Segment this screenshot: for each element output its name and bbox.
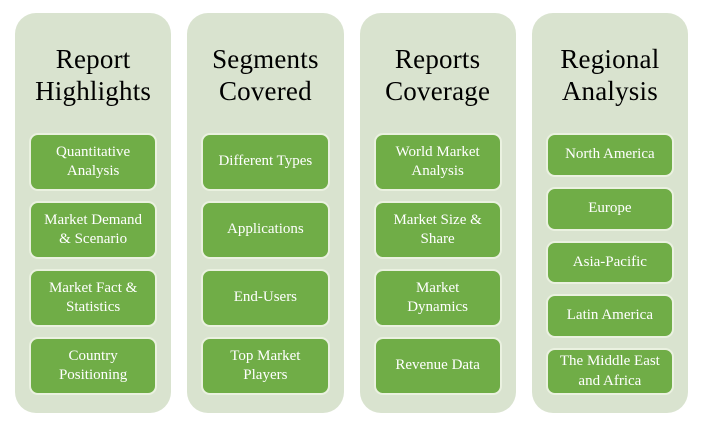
panel-title-regional-analysis: Regional Analysis xyxy=(560,43,660,106)
item-button-market-demand-scenario[interactable]: Market Demand & Scenario xyxy=(29,201,158,259)
item-button-market-dynamics[interactable]: Market Dynamics xyxy=(373,269,502,327)
item-label: Asia-Pacific xyxy=(572,253,647,270)
item-button-market-fact-statistics[interactable]: Market Fact & Statistics xyxy=(29,269,158,327)
item-label: Revenue Data xyxy=(395,357,480,374)
item-label: Market Fact & Statistics xyxy=(48,279,138,316)
item-label: Europe xyxy=(588,199,632,216)
item-label: Applications xyxy=(227,221,304,238)
item-button-quantitative-analysis[interactable]: Quantitative Analysis xyxy=(29,133,158,191)
item-label: Top Market Players xyxy=(230,347,301,384)
item-button-end-users[interactable]: End-Users xyxy=(201,269,330,327)
item-label: Market Demand & Scenario xyxy=(44,211,143,248)
item-label: End-Users xyxy=(233,289,298,306)
item-button-applications[interactable]: Applications xyxy=(201,201,330,259)
item-label: North America xyxy=(565,146,655,163)
item-button-europe[interactable]: Europe xyxy=(545,186,674,231)
item-button-latin-america[interactable]: Latin America xyxy=(545,294,674,338)
item-button-the-middle-east-and-africa[interactable]: The Middle East and Africa xyxy=(545,348,674,395)
item-label: Different Types xyxy=(218,153,313,170)
item-button-market-size-share[interactable]: Market Size & Share xyxy=(373,201,502,259)
item-label: The Middle East and Africa xyxy=(559,353,660,389)
item-label: Market Size & Share xyxy=(393,211,482,248)
item-button-asia-pacific[interactable]: Asia-Pacific xyxy=(545,240,674,285)
item-button-country-positioning[interactable]: Country Positioning xyxy=(29,337,158,395)
item-label: Market Dynamics xyxy=(407,279,469,316)
item-button-revenue-data[interactable]: Revenue Data xyxy=(373,337,502,395)
item-button-north-america[interactable]: North America xyxy=(545,133,674,177)
item-label: Latin America xyxy=(566,307,653,324)
panel-title-report-highlights: Report Highlights xyxy=(35,43,152,106)
item-button-top-market-players[interactable]: Top Market Players xyxy=(201,337,330,395)
item-label: World Market Analysis xyxy=(395,143,480,180)
item-label: Country Positioning xyxy=(58,347,128,384)
panel-title-segments-covered: Segments Covered xyxy=(212,43,319,106)
item-label: Quantitative Analysis xyxy=(56,143,131,180)
item-button-world-market-analysis[interactable]: World Market Analysis xyxy=(373,133,502,191)
item-button-different-types[interactable]: Different Types xyxy=(201,133,330,191)
panel-title-reports-coverage: Reports Coverage xyxy=(385,43,491,106)
